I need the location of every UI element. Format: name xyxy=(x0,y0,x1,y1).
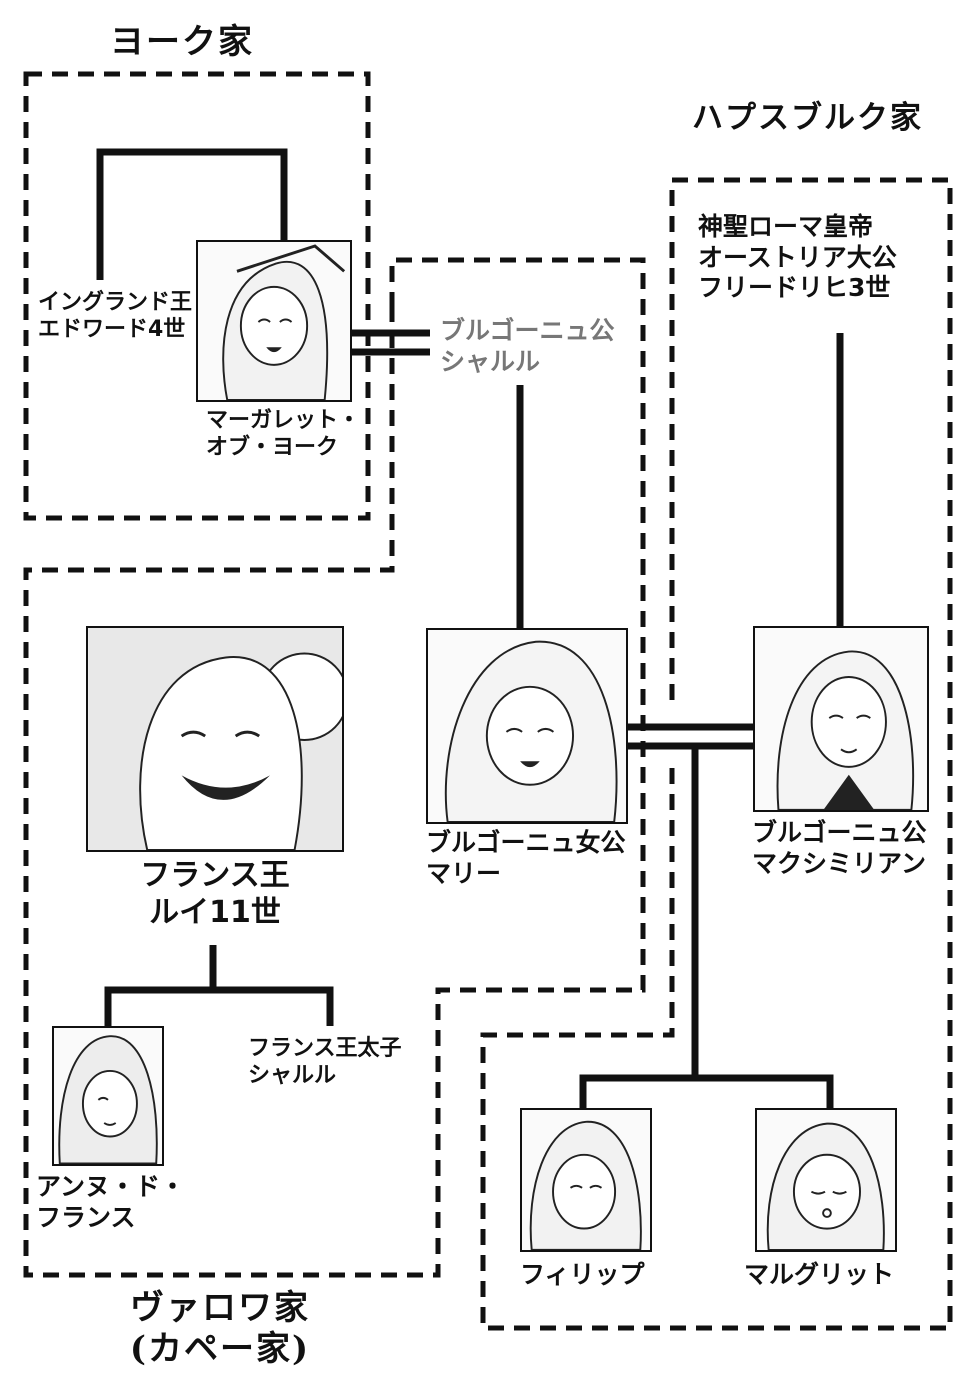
portrait-margaret xyxy=(196,240,352,402)
maximilian-name: マクシミリアン xyxy=(752,848,927,878)
person-margaret-label: マーガレット・ オブ・ヨーク xyxy=(206,408,360,462)
person-charles-burgundy-label: ブルゴーニュ公 シャルル xyxy=(440,316,615,377)
edward-name: エドワード4世 xyxy=(38,316,186,342)
house-york-title: ヨーク家 xyxy=(110,22,254,62)
marie-name: マリー xyxy=(426,858,502,888)
burgundy-house-border xyxy=(23,257,646,1278)
person-anne-label: アンヌ・ド・ フランス xyxy=(36,1172,185,1233)
person-maximilian-label: ブルゴーニュ公 マクシミリアン xyxy=(752,818,927,879)
portrait-maximilian xyxy=(753,626,929,812)
charles-burgundy-name: シャルル xyxy=(440,346,541,376)
portrait-marie xyxy=(426,628,628,824)
portrait-marguerite xyxy=(755,1108,897,1252)
portrait-philippe xyxy=(520,1108,652,1252)
person-edward-label: イングランド王 エドワード4世 xyxy=(38,290,192,344)
habsburg-house-border xyxy=(480,177,953,1331)
louis-name: ルイ11世 xyxy=(149,894,281,930)
person-philippe-label: フィリップ xyxy=(520,1260,645,1289)
margaret-line2: オブ・ヨーク xyxy=(206,434,339,460)
philippe-face-icon xyxy=(529,1120,642,1250)
marguerite-face-icon xyxy=(766,1122,885,1250)
person-marguerite-label: マルグリット xyxy=(744,1260,895,1289)
edward-title: イングランド王 xyxy=(38,290,193,315)
person-dauphin-label: フランス王太子 シャルル xyxy=(248,1036,402,1090)
marie-face-icon xyxy=(444,640,618,822)
frederick-line3: フリードリヒ3世 xyxy=(698,273,891,302)
louis-children-line xyxy=(104,945,334,1026)
maximilian-title: ブルゴーニュ公 xyxy=(752,818,927,847)
house-habsburg-title: ハプスブルク家 xyxy=(692,100,923,136)
louis-title: フランス王 xyxy=(140,858,290,893)
anne-face-icon xyxy=(58,1035,158,1164)
marie-title: ブルゴーニュ女公 xyxy=(426,828,626,857)
children-line xyxy=(579,746,834,1108)
louis-face-icon xyxy=(88,628,342,850)
person-frederick-label: 神聖ローマ皇帝 オーストリア大公 フリードリヒ3世 xyxy=(698,212,897,304)
charles-burgundy-title: ブルゴーニュ公 xyxy=(440,316,615,345)
house-valois-line1: ヴァロワ家 xyxy=(130,1288,310,1328)
anne-line2: フランス xyxy=(36,1202,136,1232)
dauphin-name: シャルル xyxy=(248,1062,337,1088)
portrait-louis xyxy=(86,626,344,852)
house-valois-title: ヴァロワ家 (カペー家) xyxy=(120,1288,320,1371)
margaret-face-icon xyxy=(222,244,346,400)
maximilian-face-icon xyxy=(776,650,915,810)
anne-line1: アンヌ・ド・ xyxy=(36,1172,186,1201)
house-valois-line2: (カペー家) xyxy=(129,1329,311,1370)
dauphin-title: フランス王太子 xyxy=(248,1036,402,1061)
person-louis-label: フランス王 ルイ11世 xyxy=(112,858,318,931)
portrait-anne xyxy=(52,1026,164,1166)
frederick-line2: オーストリア大公 xyxy=(698,242,897,272)
person-marie-label: ブルゴーニュ女公 マリー xyxy=(426,828,626,889)
frederick-line1: 神聖ローマ皇帝 xyxy=(698,212,874,241)
margaret-line1: マーガレット・ xyxy=(206,408,361,433)
york-sibling-line xyxy=(96,148,288,280)
york-house-border xyxy=(23,71,371,521)
